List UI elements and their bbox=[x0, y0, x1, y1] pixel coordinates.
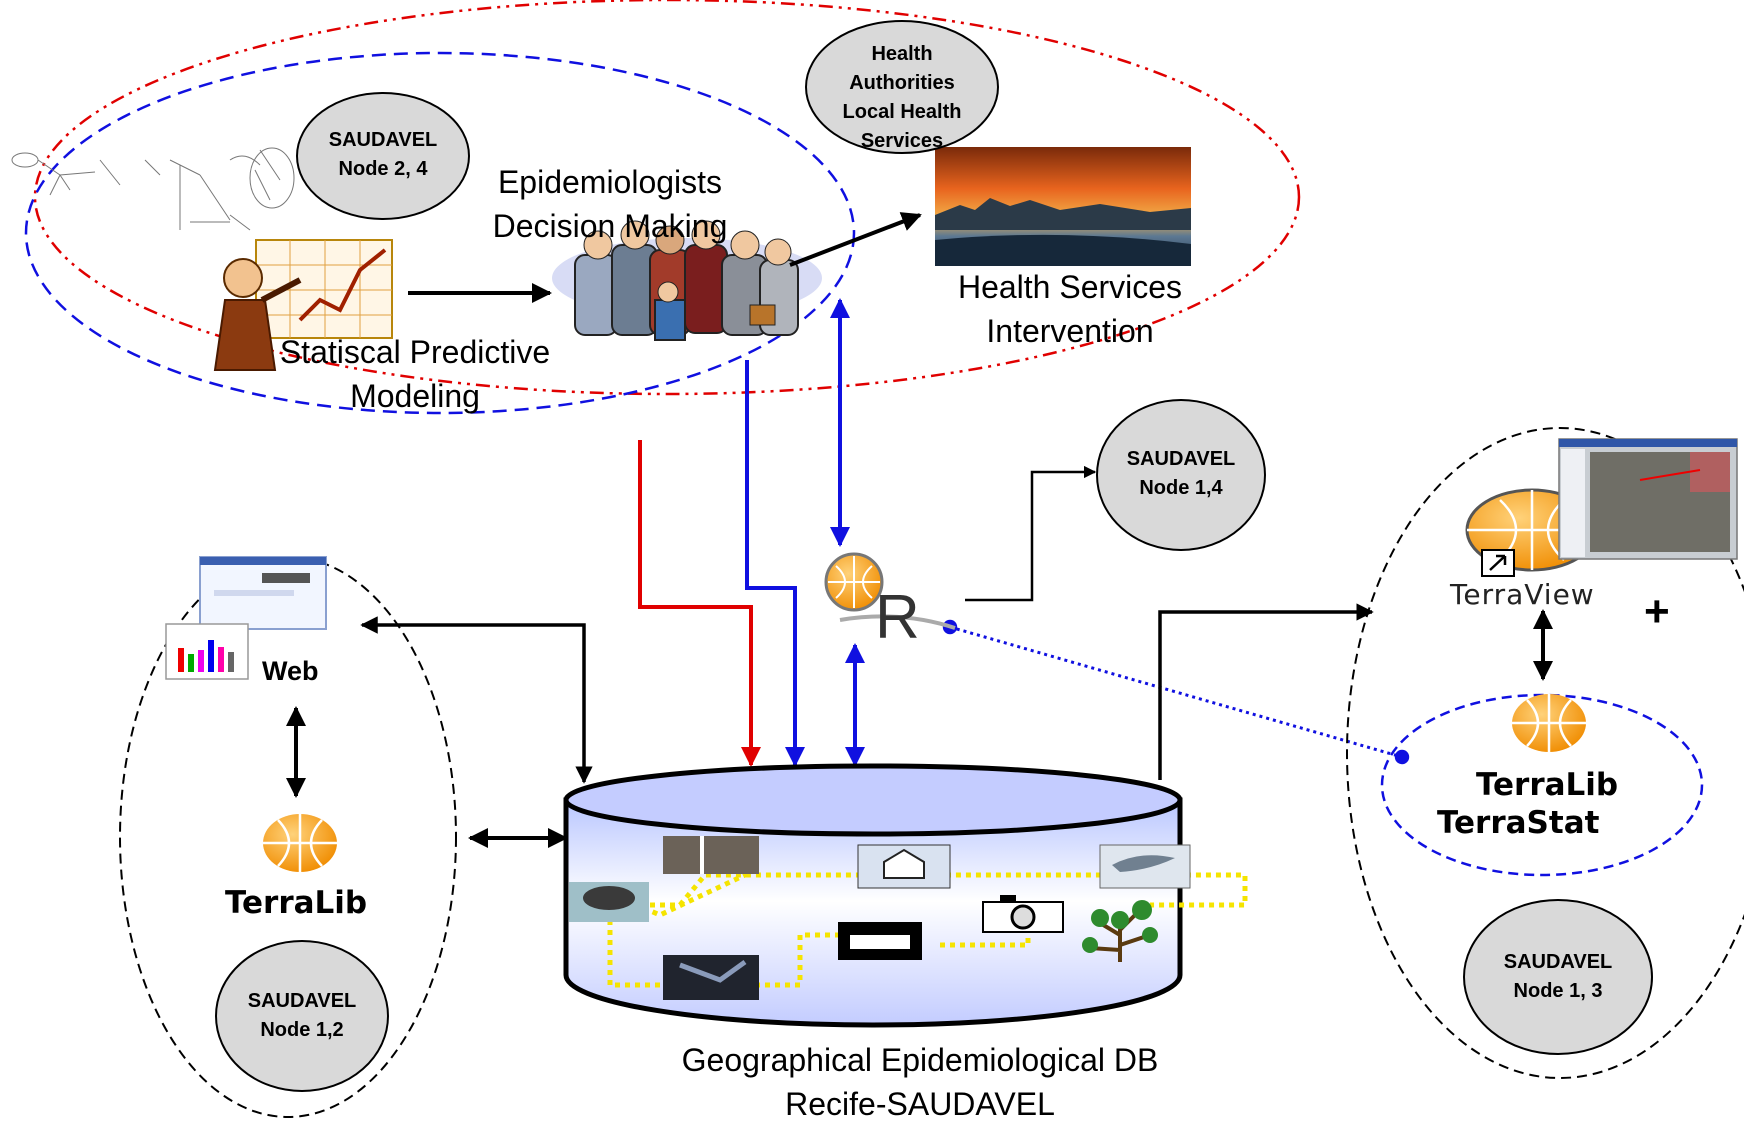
node-1-2-label: SAUDAVEL Node 1,2 bbox=[247, 990, 357, 1041]
decision-to-intervention-arrow bbox=[789, 212, 922, 267]
outer-red-ellipse bbox=[33, 0, 1301, 396]
node-2-4-bubble bbox=[296, 92, 470, 220]
health-authorities-label: Health Authorities Local Health Services bbox=[842, 43, 962, 152]
r-terrastat-dotted-link bbox=[942, 619, 1410, 765]
node-1-3-bubble bbox=[1463, 899, 1653, 1055]
blue-connector-decision-db bbox=[745, 360, 805, 767]
health-services-label: Health Services Intervention bbox=[957, 269, 1183, 349]
node-2-4-label: SAUDAVEL Node 2, 4 bbox=[328, 129, 438, 180]
epidemiologists-label: Epidemiologists Decision Making bbox=[492, 164, 728, 244]
r-letter: R bbox=[875, 583, 920, 652]
flowchart-sketch-image bbox=[11, 147, 295, 231]
web-screenshot-image bbox=[199, 556, 327, 630]
plus-label: + bbox=[1644, 587, 1670, 636]
web-db-connector bbox=[360, 616, 593, 784]
node-1-2-bubble bbox=[215, 940, 389, 1092]
node-1-4-bubble bbox=[1096, 399, 1266, 551]
db-terraview-connector bbox=[1158, 603, 1374, 780]
terrastat-label: TerraStat bbox=[1437, 805, 1600, 841]
presenter-chart-image bbox=[213, 239, 393, 371]
left-dashed-ellipse bbox=[119, 556, 457, 1118]
terraview-screenshot-image bbox=[1558, 438, 1738, 560]
terralib-globe-right bbox=[1512, 694, 1586, 752]
city-photo-image bbox=[935, 147, 1191, 266]
database-label: Geographical Epidemiological DB Recife-S… bbox=[681, 1042, 1159, 1122]
epidemiologists-group-image bbox=[552, 220, 822, 341]
terralib-globe-left bbox=[263, 814, 337, 872]
right-dashed-ellipse bbox=[1346, 427, 1744, 1079]
database-thumbnails bbox=[569, 836, 1191, 1000]
red-connector bbox=[638, 440, 761, 767]
node-1-4-label: SAUDAVEL Node 1,4 bbox=[1126, 448, 1236, 499]
r-to-node-1-4-arrow bbox=[965, 465, 1097, 602]
terralib-label-left: TerraLib bbox=[225, 885, 368, 921]
health-authorities-bubble bbox=[805, 20, 999, 154]
web-label: Web bbox=[262, 656, 319, 686]
r-logo bbox=[824, 552, 956, 630]
predictive-modeling-label: Statiscal Predictive Modeling bbox=[279, 334, 551, 414]
terraview-label: TerraView bbox=[1450, 578, 1595, 611]
node-1-3-label: SAUDAVEL Node 1, 3 bbox=[1503, 951, 1613, 1002]
inner-blue-ellipse bbox=[24, 51, 856, 415]
bar-chart-thumbnail-image bbox=[165, 623, 249, 680]
terralib-label-right: TerraLib bbox=[1476, 767, 1619, 803]
